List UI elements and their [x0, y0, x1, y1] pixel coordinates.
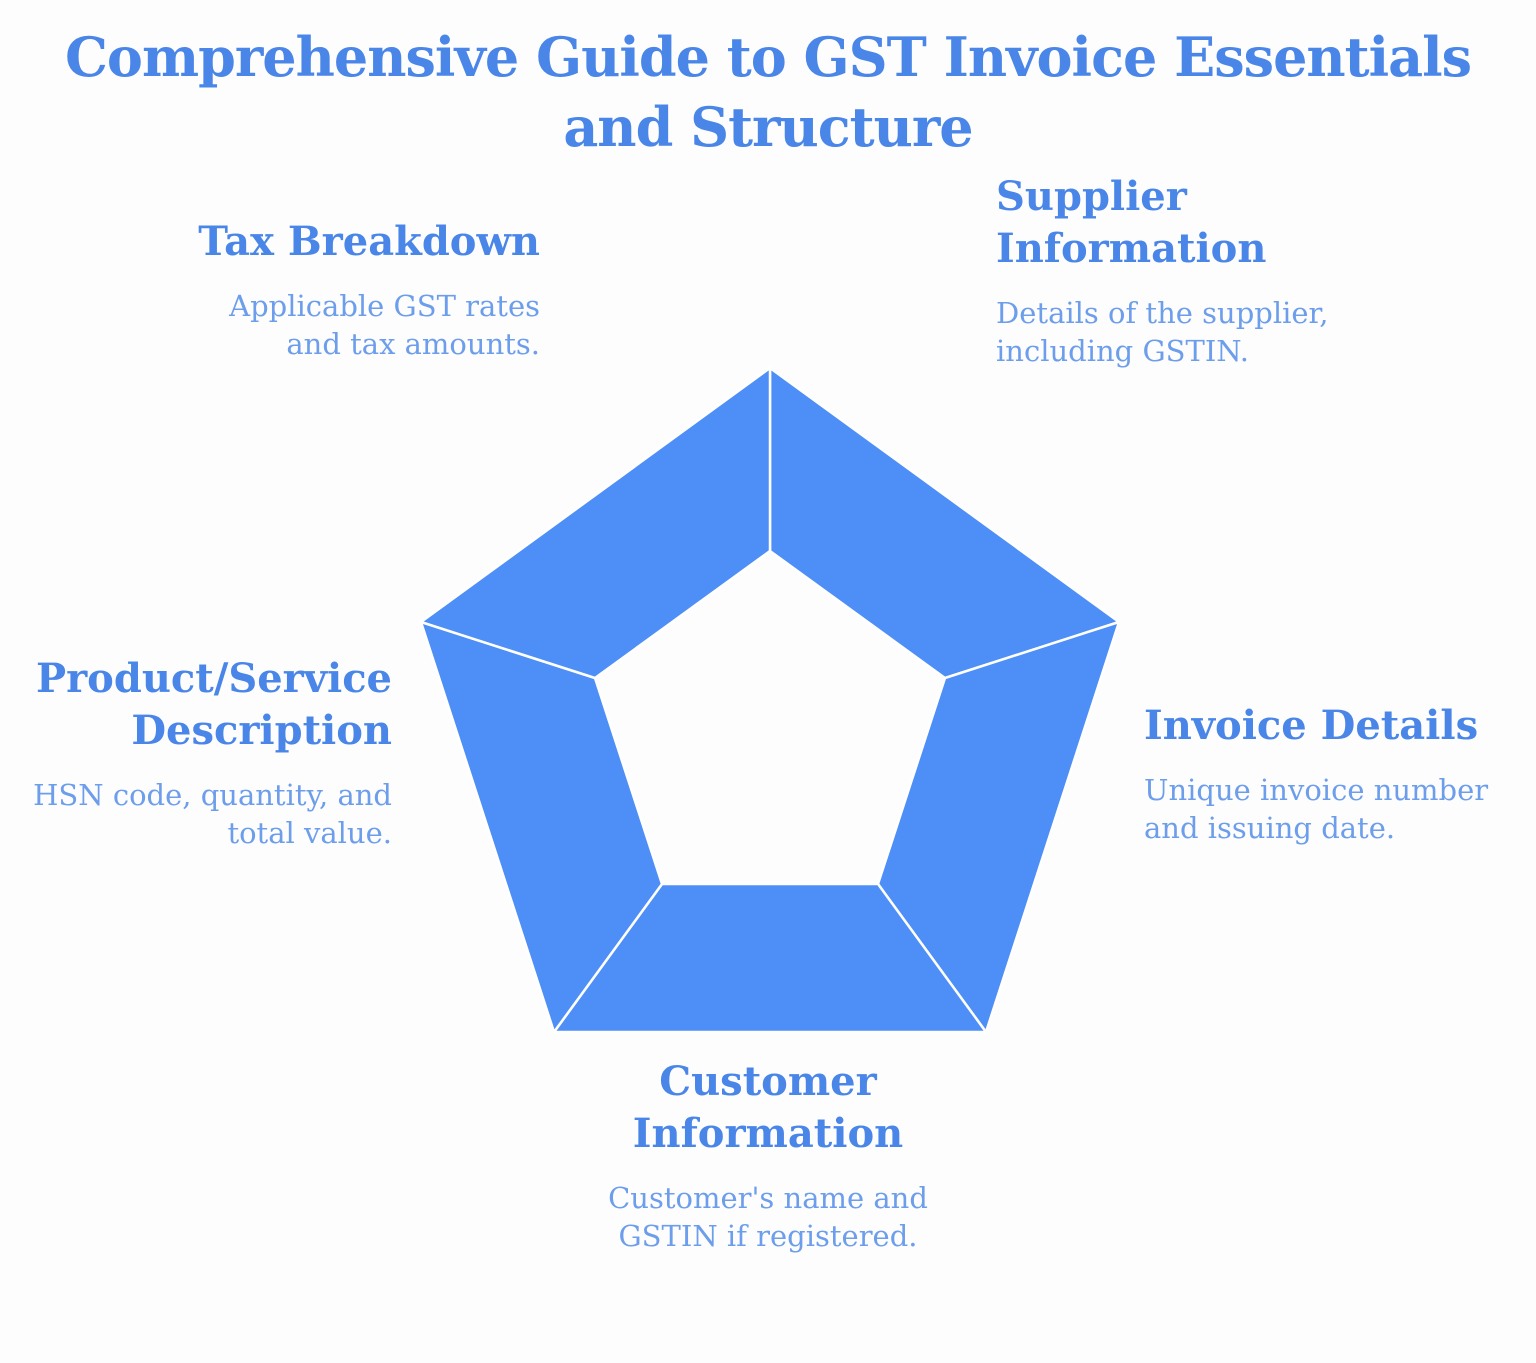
- product-service-description-heading-line-2: Description: [131, 707, 392, 754]
- tax-breakdown-heading: Tax Breakdown: [198, 216, 540, 268]
- invoice-details-body-line-2: and issuing date.: [1144, 810, 1396, 845]
- page-title: Comprehensive Guide to GST Invoice Essen…: [0, 22, 1536, 162]
- customer-information-body-line-2: GSTIN if registered.: [618, 1218, 918, 1253]
- section-tax-breakdown: Tax Breakdown Applicable GST rates and t…: [198, 216, 540, 364]
- customer-information-heading-line-2: Information: [632, 1110, 904, 1157]
- product-service-description-description: HSN code, quantity, and total value.: [33, 777, 392, 853]
- section-product-service-description: Product/Service Description HSN code, qu…: [33, 653, 392, 853]
- customer-information-body-line-1: Customer's name and: [608, 1181, 928, 1215]
- customer-information-heading: Customer Information: [0, 1056, 1536, 1160]
- product-service-description-body-line-1: HSN code, quantity, and: [33, 778, 392, 812]
- product-service-description-heading-line-1: Product/Service: [36, 655, 392, 702]
- tax-breakdown-body-line-2: and tax amounts.: [286, 326, 540, 361]
- customer-information-description: Customer's name and GSTIN if registered.: [0, 1180, 1536, 1256]
- supplier-information-description: Details of the supplier, including GSTIN…: [996, 295, 1328, 371]
- tax-breakdown-description: Applicable GST rates and tax amounts.: [198, 288, 540, 364]
- supplier-information-heading-line-2: Information: [996, 225, 1267, 272]
- product-service-description-heading: Product/Service Description: [33, 653, 392, 757]
- supplier-information-heading: Supplier Information: [996, 171, 1328, 275]
- section-invoice-details: Invoice Details Unique invoice number an…: [1144, 700, 1488, 848]
- tax-breakdown-heading-line: Tax Breakdown: [198, 218, 540, 265]
- invoice-details-heading: Invoice Details: [1144, 700, 1488, 752]
- supplier-information-heading-line-1: Supplier: [996, 173, 1187, 220]
- page-title-line-1: Comprehensive Guide to GST Invoice Essen…: [64, 25, 1472, 89]
- pentagon-segment-supplier-information: [768, 365, 1122, 680]
- supplier-information-body-line-1: Details of the supplier,: [996, 296, 1329, 330]
- supplier-information-body-line-2: including GSTIN.: [996, 333, 1250, 368]
- pentagon-segment-tax-breakdown: [418, 365, 772, 680]
- page-title-line-2: and Structure: [563, 95, 973, 160]
- customer-information-heading-line-1: Customer: [659, 1058, 877, 1105]
- invoice-details-heading-line: Invoice Details: [1144, 702, 1479, 749]
- section-supplier-information: Supplier Information Details of the supp…: [996, 171, 1328, 371]
- tax-breakdown-body-line-1: Applicable GST rates: [229, 289, 540, 323]
- section-customer-information: Customer Information Customer's name and…: [0, 1056, 1536, 1256]
- invoice-details-body-line-1: Unique invoice number: [1144, 773, 1489, 807]
- invoice-details-description: Unique invoice number and issuing date.: [1144, 772, 1488, 848]
- product-service-description-body-line-2: total value.: [227, 815, 392, 850]
